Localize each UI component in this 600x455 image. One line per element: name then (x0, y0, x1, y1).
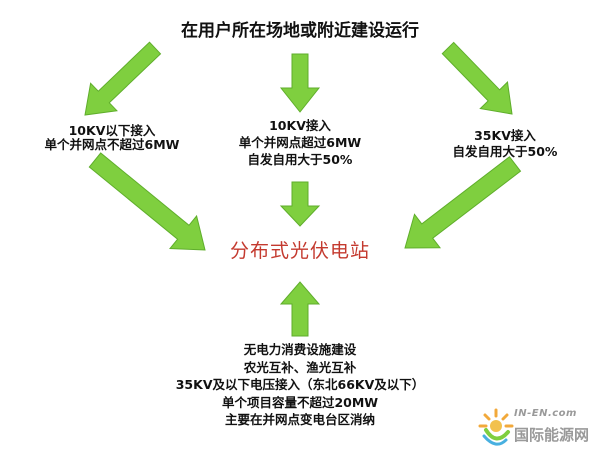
middle-condition-line: 单个并网点超过6MW (238, 134, 362, 150)
bottom-condition-line: 主要在并网点变电台区消纳 (224, 412, 375, 427)
bottom-condition-line: 农光互补、渔光互补 (243, 359, 357, 375)
watermark-name: 国际能源网 (514, 426, 590, 444)
center-node-title: 分布式光伏电站 (229, 240, 370, 262)
middle-condition-block: 10KV接入 单个并网点超过6MW 自发自用大于50% (195, 118, 405, 169)
left-condition-block: 10KV以下接入 单个并网点不超过6MW (2, 123, 222, 153)
arrow-right-to-center (404, 156, 522, 249)
bottom-condition-line: 35KV及以下电压接入（东北66KV及以下） (175, 377, 425, 392)
bottom-condition-block: 无电力消费设施建设 农光互补、渔光互补 35KV及以下电压接入（东北66KV及以… (110, 341, 490, 429)
arrow-top-to-middle (279, 53, 321, 113)
watermark-logo: IN-EN.com 国际能源网 (478, 402, 598, 452)
middle-condition-line: 10KV接入 (269, 118, 331, 133)
right-condition-line: 35KV接入 (474, 128, 536, 143)
sun-logo-icon (478, 408, 514, 446)
bottom-condition-line: 无电力消费设施建设 (243, 342, 357, 357)
middle-condition-line: 自发自用大于50% (247, 151, 353, 167)
left-condition-line: 10KV以下接入 (68, 123, 156, 138)
right-condition-line: 自发自用大于50% (452, 144, 558, 160)
watermark-domain: IN-EN.com (514, 408, 577, 419)
arrow-top-to-left (84, 41, 162, 116)
right-condition-block: 35KV接入 自发自用大于50% (420, 128, 590, 161)
left-condition-line: 单个并网点不超过6MW (44, 137, 180, 153)
top-label: 在用户所在场地或附近建设运行 (181, 21, 419, 41)
bottom-condition-line: 单个项目容量不超过20MW (221, 394, 379, 410)
arrow-middle-to-center (279, 181, 321, 227)
arrow-top-to-right (441, 41, 513, 115)
arrow-bottom-to-center (279, 281, 321, 337)
arrow-left-to-center (88, 152, 206, 251)
